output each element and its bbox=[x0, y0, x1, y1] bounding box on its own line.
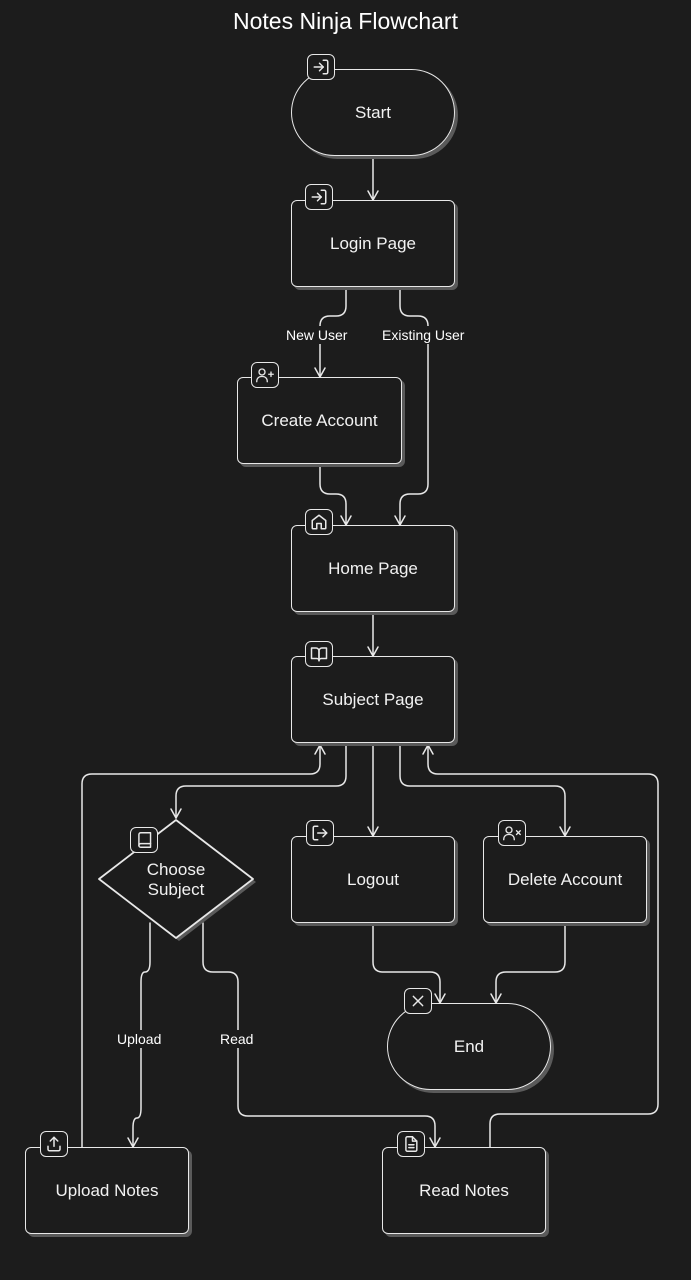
user-plus-icon bbox=[251, 362, 279, 388]
edge-subject-delete bbox=[399, 742, 571, 837]
delete-account-node[interactable]: Delete Account bbox=[483, 836, 647, 923]
user-x-icon bbox=[498, 820, 526, 846]
edge-label-read: Read bbox=[218, 1030, 256, 1048]
edge-label-upload: Upload bbox=[115, 1030, 164, 1048]
edge-read-subject bbox=[422, 744, 659, 1148]
edge-upload-subject bbox=[81, 744, 326, 1148]
logout-arrow-icon bbox=[306, 820, 334, 846]
upload-notes-node[interactable]: Upload Notes bbox=[25, 1147, 189, 1234]
subject-page-label: Subject Page bbox=[322, 689, 424, 709]
login-arrow-icon bbox=[307, 54, 335, 80]
choose-subject-label: Choose Subject bbox=[120, 860, 232, 900]
home-page-label: Home Page bbox=[328, 558, 418, 578]
login-page-label: Login Page bbox=[329, 233, 417, 253]
create-account-label: Create Account bbox=[261, 410, 378, 430]
close-icon bbox=[404, 988, 432, 1014]
edge-label-new-user: New User bbox=[284, 326, 350, 344]
upload-icon bbox=[40, 1131, 68, 1157]
login-page-node[interactable]: Login Page bbox=[291, 200, 455, 287]
delete-account-label: Delete Account bbox=[507, 869, 623, 889]
end-label: End bbox=[453, 1036, 485, 1056]
edge-create-account-home bbox=[319, 463, 352, 526]
logout-label: Logout bbox=[347, 869, 399, 889]
create-account-node[interactable]: Create Account bbox=[237, 377, 402, 464]
read-notes-label: Read Notes bbox=[419, 1180, 509, 1200]
home-page-node[interactable]: Home Page bbox=[291, 525, 455, 612]
book-open-icon bbox=[305, 641, 333, 667]
subject-page-node[interactable]: Subject Page bbox=[291, 656, 455, 743]
upload-notes-label: Upload Notes bbox=[55, 1180, 159, 1200]
edge-label-existing-user: Existing User bbox=[380, 326, 467, 344]
book-icon bbox=[130, 827, 158, 853]
start-label: Start bbox=[355, 102, 391, 122]
document-icon bbox=[397, 1131, 425, 1157]
read-notes-node[interactable]: Read Notes bbox=[382, 1147, 546, 1234]
edge-logout-end bbox=[372, 922, 446, 1004]
choose-subject-text: Choose Subject bbox=[146, 860, 206, 899]
login-arrow-icon bbox=[305, 184, 333, 210]
diagram-title: Notes Ninja Flowchart bbox=[233, 8, 458, 34]
end-node[interactable]: End bbox=[387, 1003, 551, 1090]
edge-login-create-account bbox=[314, 286, 347, 378]
logout-node[interactable]: Logout bbox=[291, 836, 455, 923]
edge-subject-choose bbox=[170, 742, 347, 819]
edge-delete-end bbox=[490, 922, 566, 1004]
start-node[interactable]: Start bbox=[291, 69, 455, 156]
home-icon bbox=[305, 509, 333, 535]
edge-login-home bbox=[394, 286, 429, 526]
